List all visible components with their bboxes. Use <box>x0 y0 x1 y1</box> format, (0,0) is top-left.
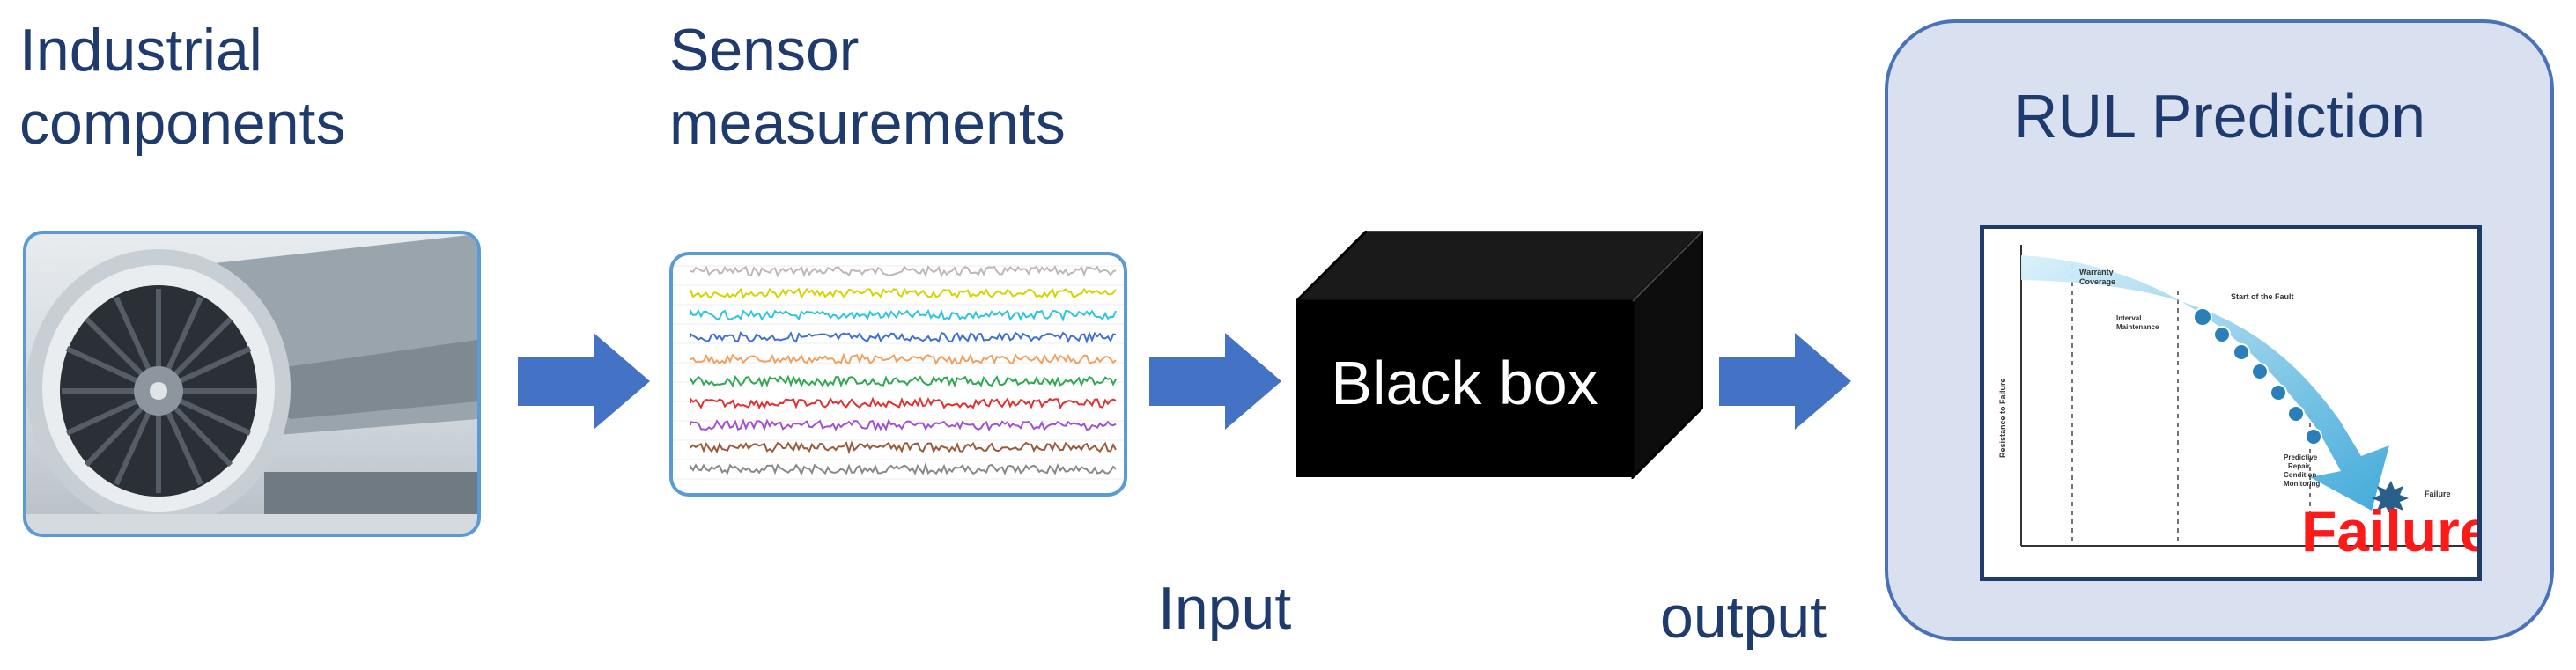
sensor-signal-trace <box>690 286 1117 299</box>
warranty-label-2: Coverage <box>2079 277 2115 286</box>
sensor-signal-trace <box>690 461 1117 476</box>
black-box-3d <box>1296 231 1703 479</box>
rul-chart-frame: Resistance to Failure Warranty Coverage … <box>1980 225 2491 581</box>
interval-label-2: Maintenance <box>2116 323 2159 331</box>
output-label: output <box>1660 584 1827 651</box>
sensor-waveform-image <box>669 252 1127 497</box>
components-label-line1: Industrial <box>19 17 262 84</box>
components-label-line2: components <box>19 89 346 157</box>
jet-engine-photo <box>23 231 481 537</box>
sensor-label: Sensor measurements <box>669 14 1066 160</box>
rul-prediction-title: RUL Prediction <box>2012 82 2426 151</box>
sensor-signal-trace <box>690 396 1117 410</box>
sensor-signal-trace <box>690 330 1117 344</box>
sensor-signal-trace <box>690 265 1117 278</box>
rul-y-axis-label: Resistance to Failure <box>1998 378 2007 458</box>
rul-degradation-chart: Resistance to Failure Warranty Coverage … <box>1998 245 2491 563</box>
right-arrow-icon <box>1149 333 1281 430</box>
predictive-label-1: Predictive <box>2284 453 2318 461</box>
sensor-signal-trace <box>690 374 1117 388</box>
input-label: Input <box>1158 575 1292 642</box>
sensor-signal-trace <box>690 352 1117 366</box>
right-arrow-icon <box>518 333 650 430</box>
warranty-label-1: Warranty <box>2079 268 2114 276</box>
sensor-waveforms <box>673 265 1124 480</box>
predictive-label-3: Condition <box>2284 471 2316 479</box>
sensor-signal-trace <box>690 440 1117 455</box>
failure-burst-icon <box>2372 481 2409 516</box>
sensor-label-line1: Sensor <box>669 17 860 84</box>
failure-small-label: Failure <box>2425 490 2451 498</box>
interval-label-1: Interval <box>2116 314 2141 322</box>
right-arrow-icon <box>1719 333 1851 430</box>
failure-big-label: Failure <box>2301 498 2477 563</box>
sensor-signal-trace <box>690 307 1117 322</box>
components-label: Industrial components <box>19 14 345 160</box>
predictive-label-2: Repair <box>2288 462 2310 470</box>
jet-engine-drawing <box>26 234 477 534</box>
degradation-curve <box>2021 255 2389 511</box>
sensor-label-line2: measurements <box>669 89 1066 157</box>
sensor-signal-trace <box>690 418 1117 432</box>
start-of-fault-label: Start of the Fault <box>2231 292 2294 301</box>
black-box-label: Black box <box>1331 349 1598 417</box>
gear-icon <box>2193 307 2322 445</box>
predictive-label-4: Monitoring <box>2284 480 2320 488</box>
